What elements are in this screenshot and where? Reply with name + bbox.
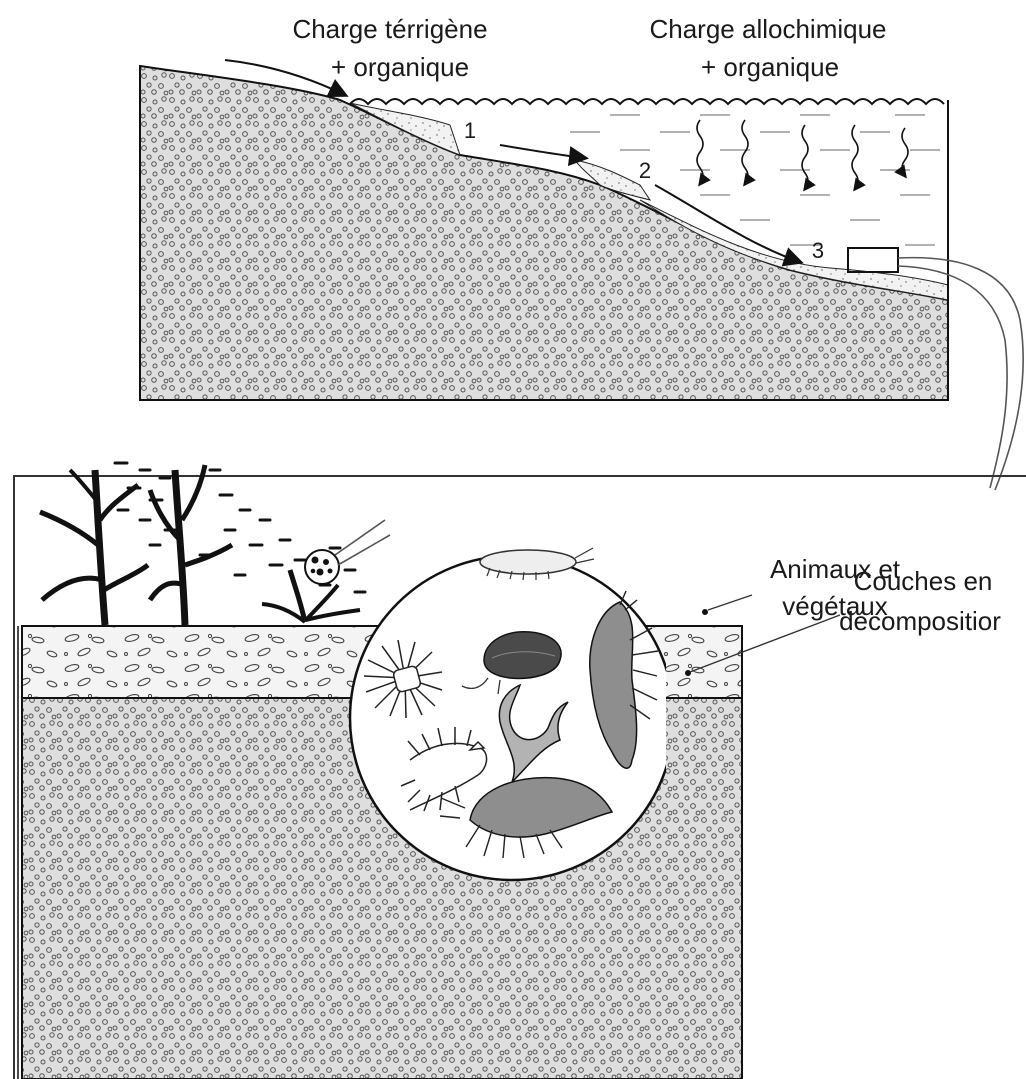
zone-label-3: 3: [812, 238, 824, 263]
label-allochemical-2: + organique: [701, 52, 839, 82]
label-layers-2: décompositior: [839, 606, 1001, 636]
top-cross-section: Charge térrigène + organique Charge allo…: [140, 14, 1023, 490]
label-layers-1: Couches en: [854, 566, 993, 596]
label-allochemical-1: Charge allochimique: [649, 14, 886, 44]
zone-label-2: 2: [639, 158, 651, 183]
biota-leader-line: [708, 595, 752, 610]
aquatic-plants: [40, 465, 360, 625]
zone-label-1: 1: [464, 118, 476, 143]
label-terrigenous-1: Charge térrigène: [292, 14, 487, 44]
larva-organism: [480, 550, 576, 574]
label-terrigenous-2: + organique: [331, 52, 469, 82]
plankton-sample-circle: [305, 550, 339, 584]
bottom-detail-panel: Animaux et végétaux Couches en décomposi…: [14, 463, 1026, 1079]
